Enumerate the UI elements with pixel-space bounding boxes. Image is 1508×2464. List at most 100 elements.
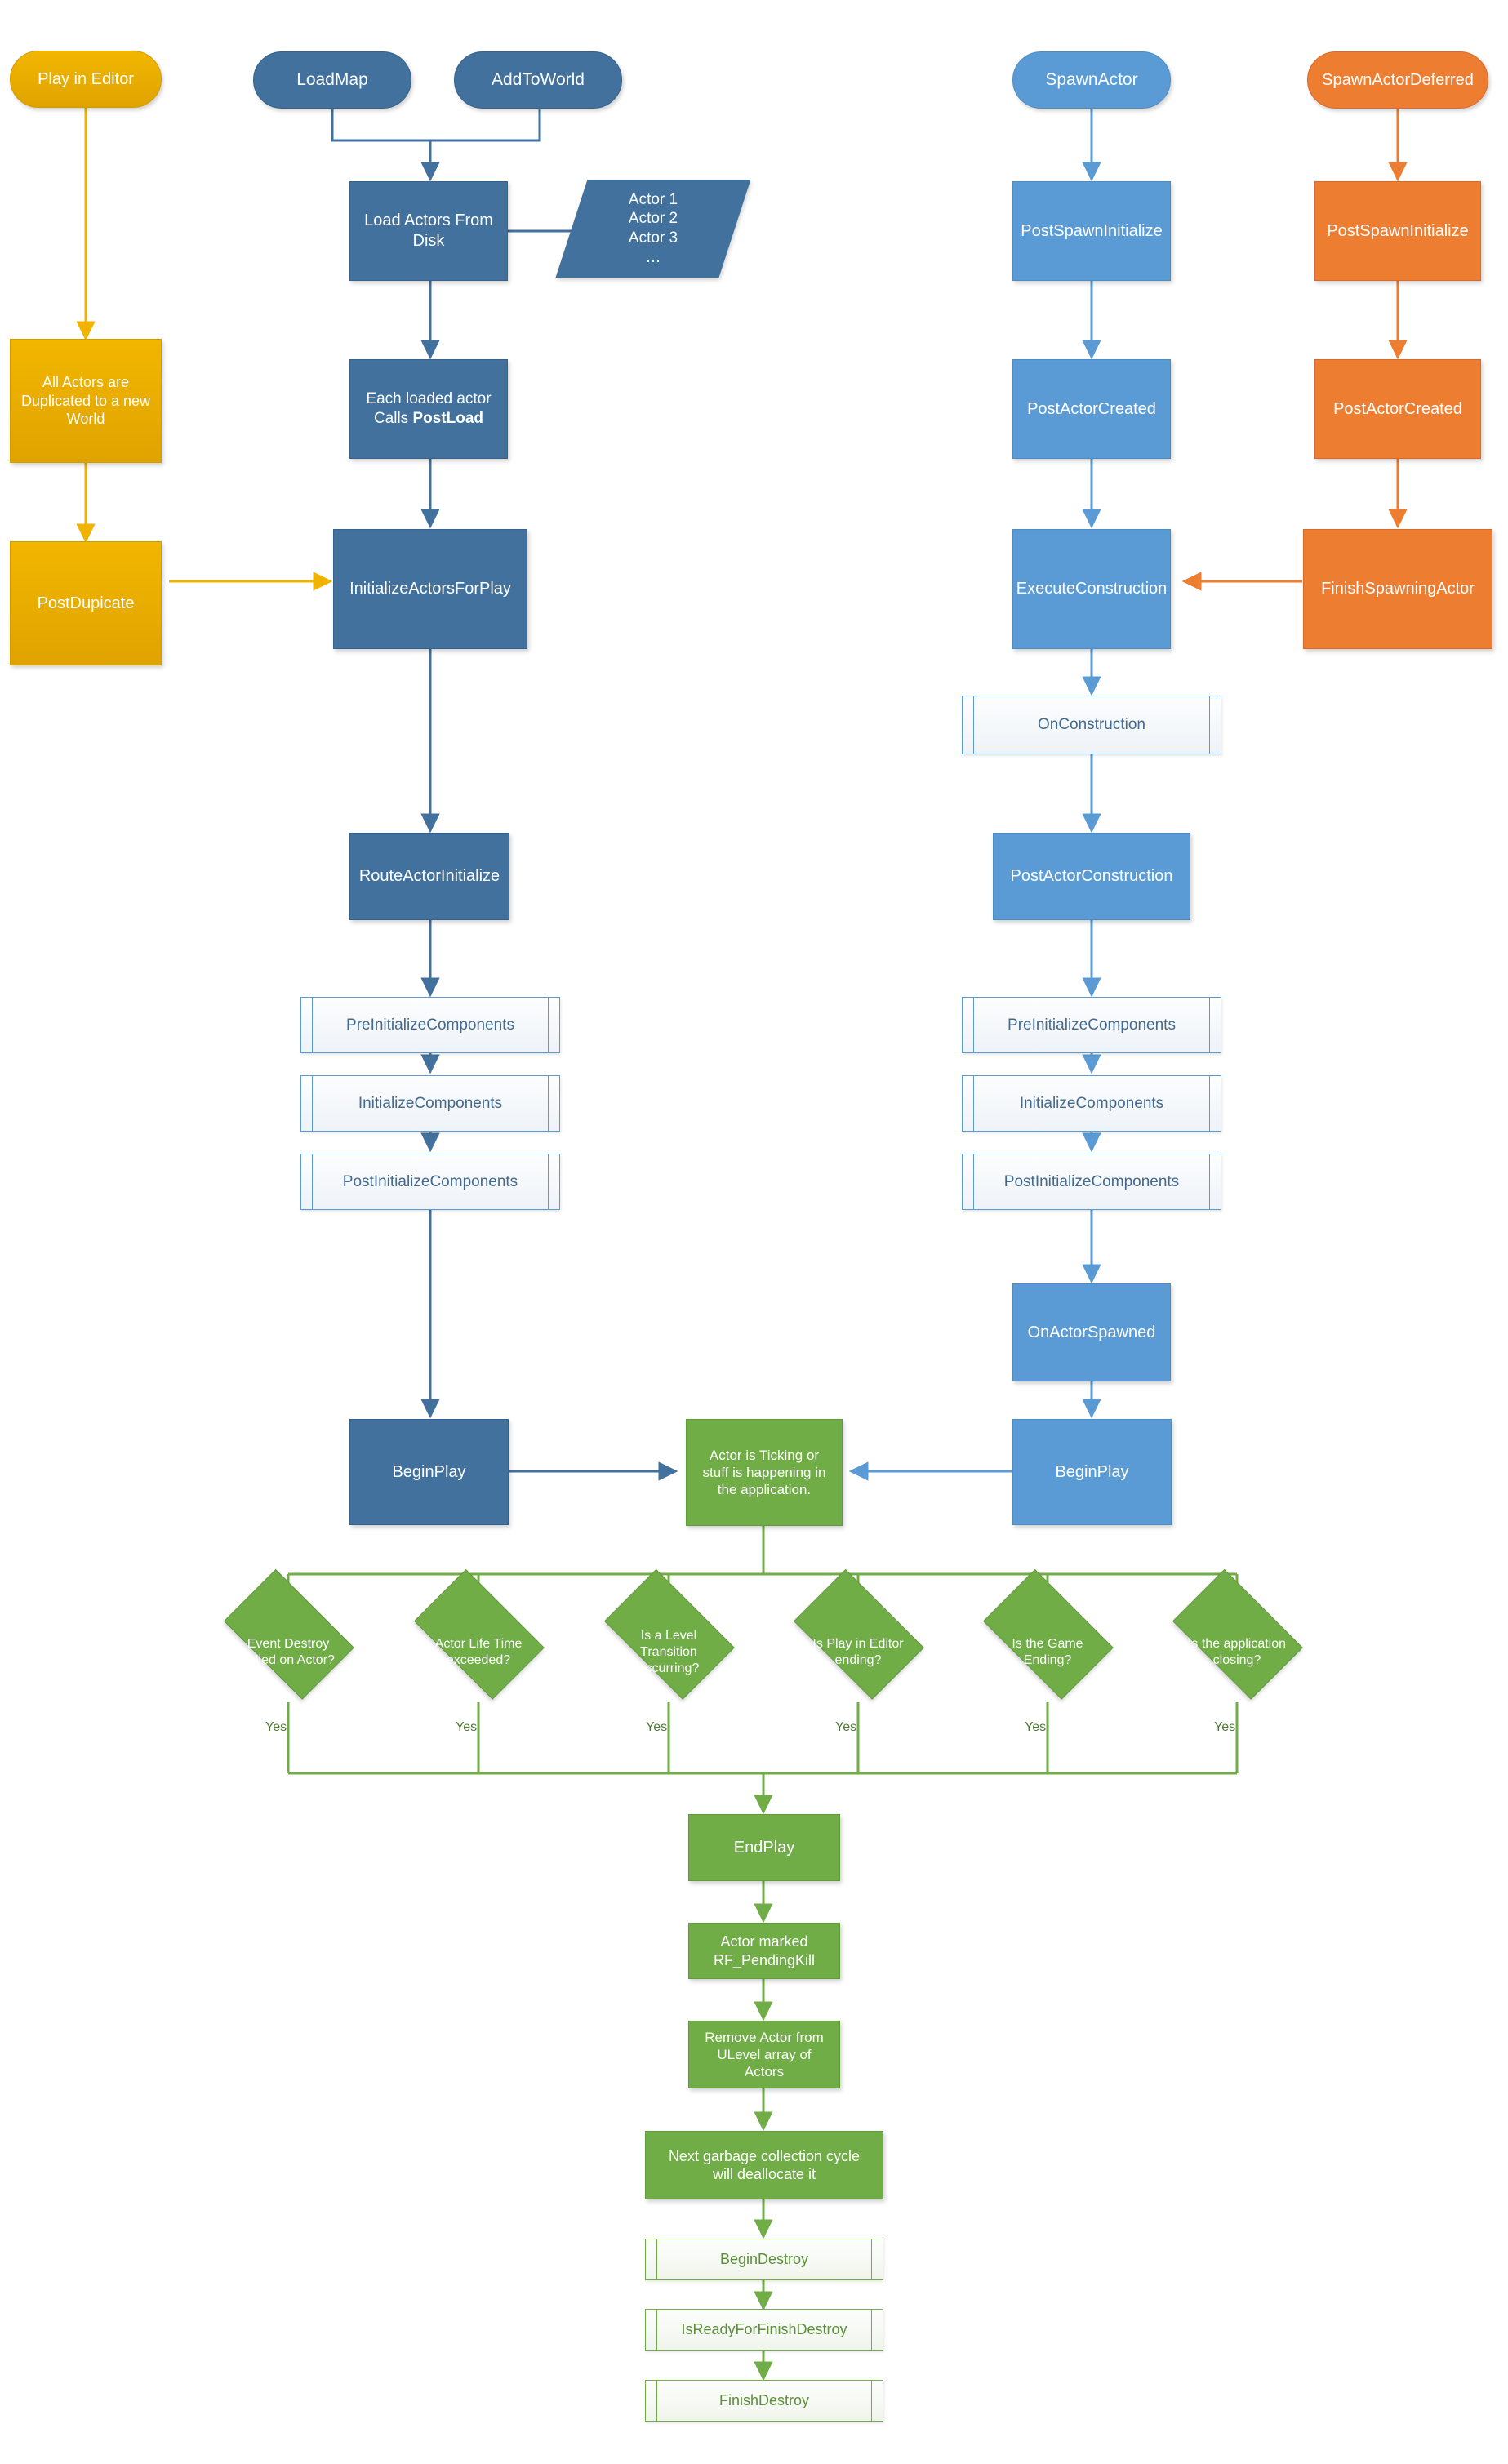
node-load-actors-from-disk[interactable]: Load Actors From Disk [349, 181, 508, 281]
node-add-to-world[interactable]: AddToWorld [454, 51, 622, 109]
node-label: PostDupicate [37, 594, 135, 612]
node-next-gc-cycle[interactable]: Next garbage collection cycle will deall… [645, 2131, 883, 2199]
node-begin-play-left[interactable]: BeginPlay [349, 1419, 509, 1525]
node-initialize-components-left[interactable]: InitializeComponents [300, 1075, 560, 1132]
node-label: BeginPlay [1055, 1462, 1129, 1481]
actor-list-line-1: Actor 1 [628, 190, 678, 208]
node-label: PostInitializeComponents [342, 1172, 518, 1190]
node-label: OnActorSpawned [1027, 1323, 1156, 1341]
decision-line-3: occurring? [638, 1661, 700, 1675]
subprocess-bar-right [1209, 1154, 1210, 1210]
decision-line-2: called on Actor? [242, 1653, 335, 1667]
node-play-in-editor[interactable]: Play in Editor [10, 51, 162, 108]
node-label: EndPlay [733, 1838, 795, 1857]
subprocess-bar-left [656, 2380, 657, 2422]
decision-line-1: Event Destroy [247, 1637, 330, 1651]
node-label: Remove Actor from ULevel array of Actors [700, 2029, 829, 2081]
decision-line-2: closing? [1212, 1653, 1261, 1667]
node-on-actor-spawned[interactable]: OnActorSpawned [1012, 1283, 1171, 1381]
actor-list-line-4: … [645, 248, 661, 266]
subprocess-bar-right [548, 1154, 549, 1210]
node-post-duplicate[interactable]: PostDupicate [10, 541, 162, 665]
node-post-actor-created-deferred[interactable]: PostActorCreated [1314, 359, 1481, 459]
decision-line-1: Is the Game [1012, 1637, 1083, 1651]
node-label: Load Actors From Disk [364, 211, 493, 250]
node-post-spawn-initialize-deferred[interactable]: PostSpawnInitialize [1314, 181, 1481, 281]
subprocess-bar-right [871, 2309, 872, 2351]
node-label: RouteActorInitialize [358, 867, 500, 885]
decision-play-in-editor-ending[interactable]: Is Play in Editor ending? [781, 1568, 936, 1703]
node-label: PostActorCreated [1333, 399, 1462, 418]
node-end-play[interactable]: EndPlay [688, 1814, 840, 1881]
decision-label: Is Play in Editor ending? [807, 1636, 908, 1669]
node-initialize-components-right[interactable]: InitializeComponents [962, 1075, 1221, 1132]
ticking-line-2: stuff is happening in [702, 1464, 826, 1480]
node-finish-spawning-actor[interactable]: FinishSpawningActor [1303, 529, 1492, 649]
node-post-initialize-components-left[interactable]: PostInitializeComponents [300, 1154, 560, 1210]
node-label: ExecuteConstruction [1016, 580, 1168, 598]
node-remove-actor-from-ulevel[interactable]: Remove Actor from ULevel array of Actors [688, 2021, 840, 2088]
decision-application-closing[interactable]: Is the application closing? [1159, 1568, 1314, 1703]
node-actor-marked-pendingkill[interactable]: Actor marked RF_PendingKill [688, 1923, 840, 1979]
subprocess-bar-left [656, 2239, 657, 2280]
decision-event-destroy-called[interactable]: Event Destroy called on Actor? [211, 1568, 366, 1703]
node-label: All Actors are Duplicated to a new World [20, 374, 151, 428]
node-post-actor-created[interactable]: PostActorCreated [1012, 359, 1171, 459]
node-on-construction[interactable]: OnConstruction [962, 696, 1221, 754]
node-label: BeginDestroy [719, 2251, 809, 2268]
node-begin-play-right[interactable]: BeginPlay [1012, 1419, 1172, 1525]
node-begin-destroy[interactable]: BeginDestroy [645, 2239, 883, 2280]
node-route-actor-initialize[interactable]: RouteActorInitialize [349, 833, 509, 920]
node-label: FinishDestroy [718, 2392, 810, 2409]
node-actor-list[interactable]: Actor 1 Actor 2 Actor 3 … [555, 180, 751, 278]
remove-actor-line-2: ULevel array of [717, 2046, 812, 2062]
ticking-line-1: Actor is Ticking or [709, 1447, 820, 1463]
node-label: InitializeComponents [358, 1094, 503, 1112]
node-spawn-actor-deferred[interactable]: SpawnActorDeferred [1307, 51, 1488, 109]
node-post-spawn-initialize[interactable]: PostSpawnInitialize [1012, 181, 1171, 281]
node-actor-is-ticking[interactable]: Actor is Ticking or stuff is happening i… [686, 1419, 843, 1526]
pendingkill-line-2: RF_PendingKill [713, 1951, 816, 1968]
diamond-shape [1172, 1568, 1303, 1700]
decision-line-1: Actor Life Time [434, 1637, 523, 1651]
node-label: AddToWorld [491, 69, 585, 89]
node-initialize-actors-for-play[interactable]: InitializeActorsForPlay [333, 529, 527, 649]
node-all-actors-duplicated[interactable]: All Actors are Duplicated to a new World [10, 339, 162, 463]
decision-level-transition[interactable]: Is a Level Transition occurring? [591, 1568, 746, 1703]
node-execute-construction[interactable]: ExecuteConstruction [1012, 529, 1171, 649]
node-finish-destroy[interactable]: FinishDestroy [645, 2380, 883, 2422]
actor-list-line-3: Actor 3 [628, 229, 678, 247]
node-label: InitializeActorsForPlay [349, 580, 511, 598]
node-each-loaded-actor[interactable]: Each loaded actor Calls PostLoad [349, 359, 508, 459]
subprocess-bar-left [312, 1154, 313, 1210]
node-is-ready-for-finish-destroy[interactable]: IsReadyForFinishDestroy [645, 2309, 883, 2351]
node-pre-initialize-components-left[interactable]: PreInitializeComponents [300, 997, 560, 1053]
node-label: BeginPlay [392, 1462, 466, 1481]
node-label: PostActorCreated [1027, 399, 1156, 418]
decision-actor-life-time-exceeded[interactable]: Actor Life Time exceeded? [401, 1568, 556, 1703]
node-label: IsReadyForFinishDestroy [681, 2321, 847, 2338]
subprocess-bar-right [1209, 997, 1210, 1053]
decision-label: Actor Life Time exceeded? [430, 1636, 527, 1669]
node-pre-initialize-components-right[interactable]: PreInitializeComponents [962, 997, 1221, 1053]
node-label: FinishSpawningActor [1321, 580, 1475, 598]
subprocess-bar-left [312, 1075, 313, 1132]
decision-line-2: exceeded? [446, 1653, 511, 1667]
decision-label: Is the Game Ending? [1007, 1636, 1088, 1669]
pendingkill-line-1: Actor marked [720, 1933, 808, 1950]
node-label: PreInitializeComponents [1008, 1016, 1176, 1034]
node-spawn-actor[interactable]: SpawnActor [1012, 51, 1171, 109]
actor-list-line-2: Actor 2 [628, 210, 678, 228]
node-post-actor-construction[interactable]: PostActorConstruction [993, 833, 1190, 920]
diamond-shape [983, 1568, 1114, 1700]
node-label: PostActorConstruction [1010, 867, 1173, 885]
subprocess-bar-right [548, 997, 549, 1053]
subprocess-bar-left [656, 2309, 657, 2351]
node-load-map[interactable]: LoadMap [253, 51, 411, 109]
node-label: Actor is Ticking or stuff is happening i… [698, 1447, 831, 1499]
node-label: Play in Editor [38, 69, 134, 88]
edge-label-yes-game-ending: Yes [1025, 1720, 1047, 1734]
subprocess-bar-right [871, 2380, 872, 2422]
node-post-initialize-components-right[interactable]: PostInitializeComponents [962, 1154, 1221, 1210]
decision-game-ending[interactable]: Is the Game Ending? [970, 1568, 1125, 1703]
